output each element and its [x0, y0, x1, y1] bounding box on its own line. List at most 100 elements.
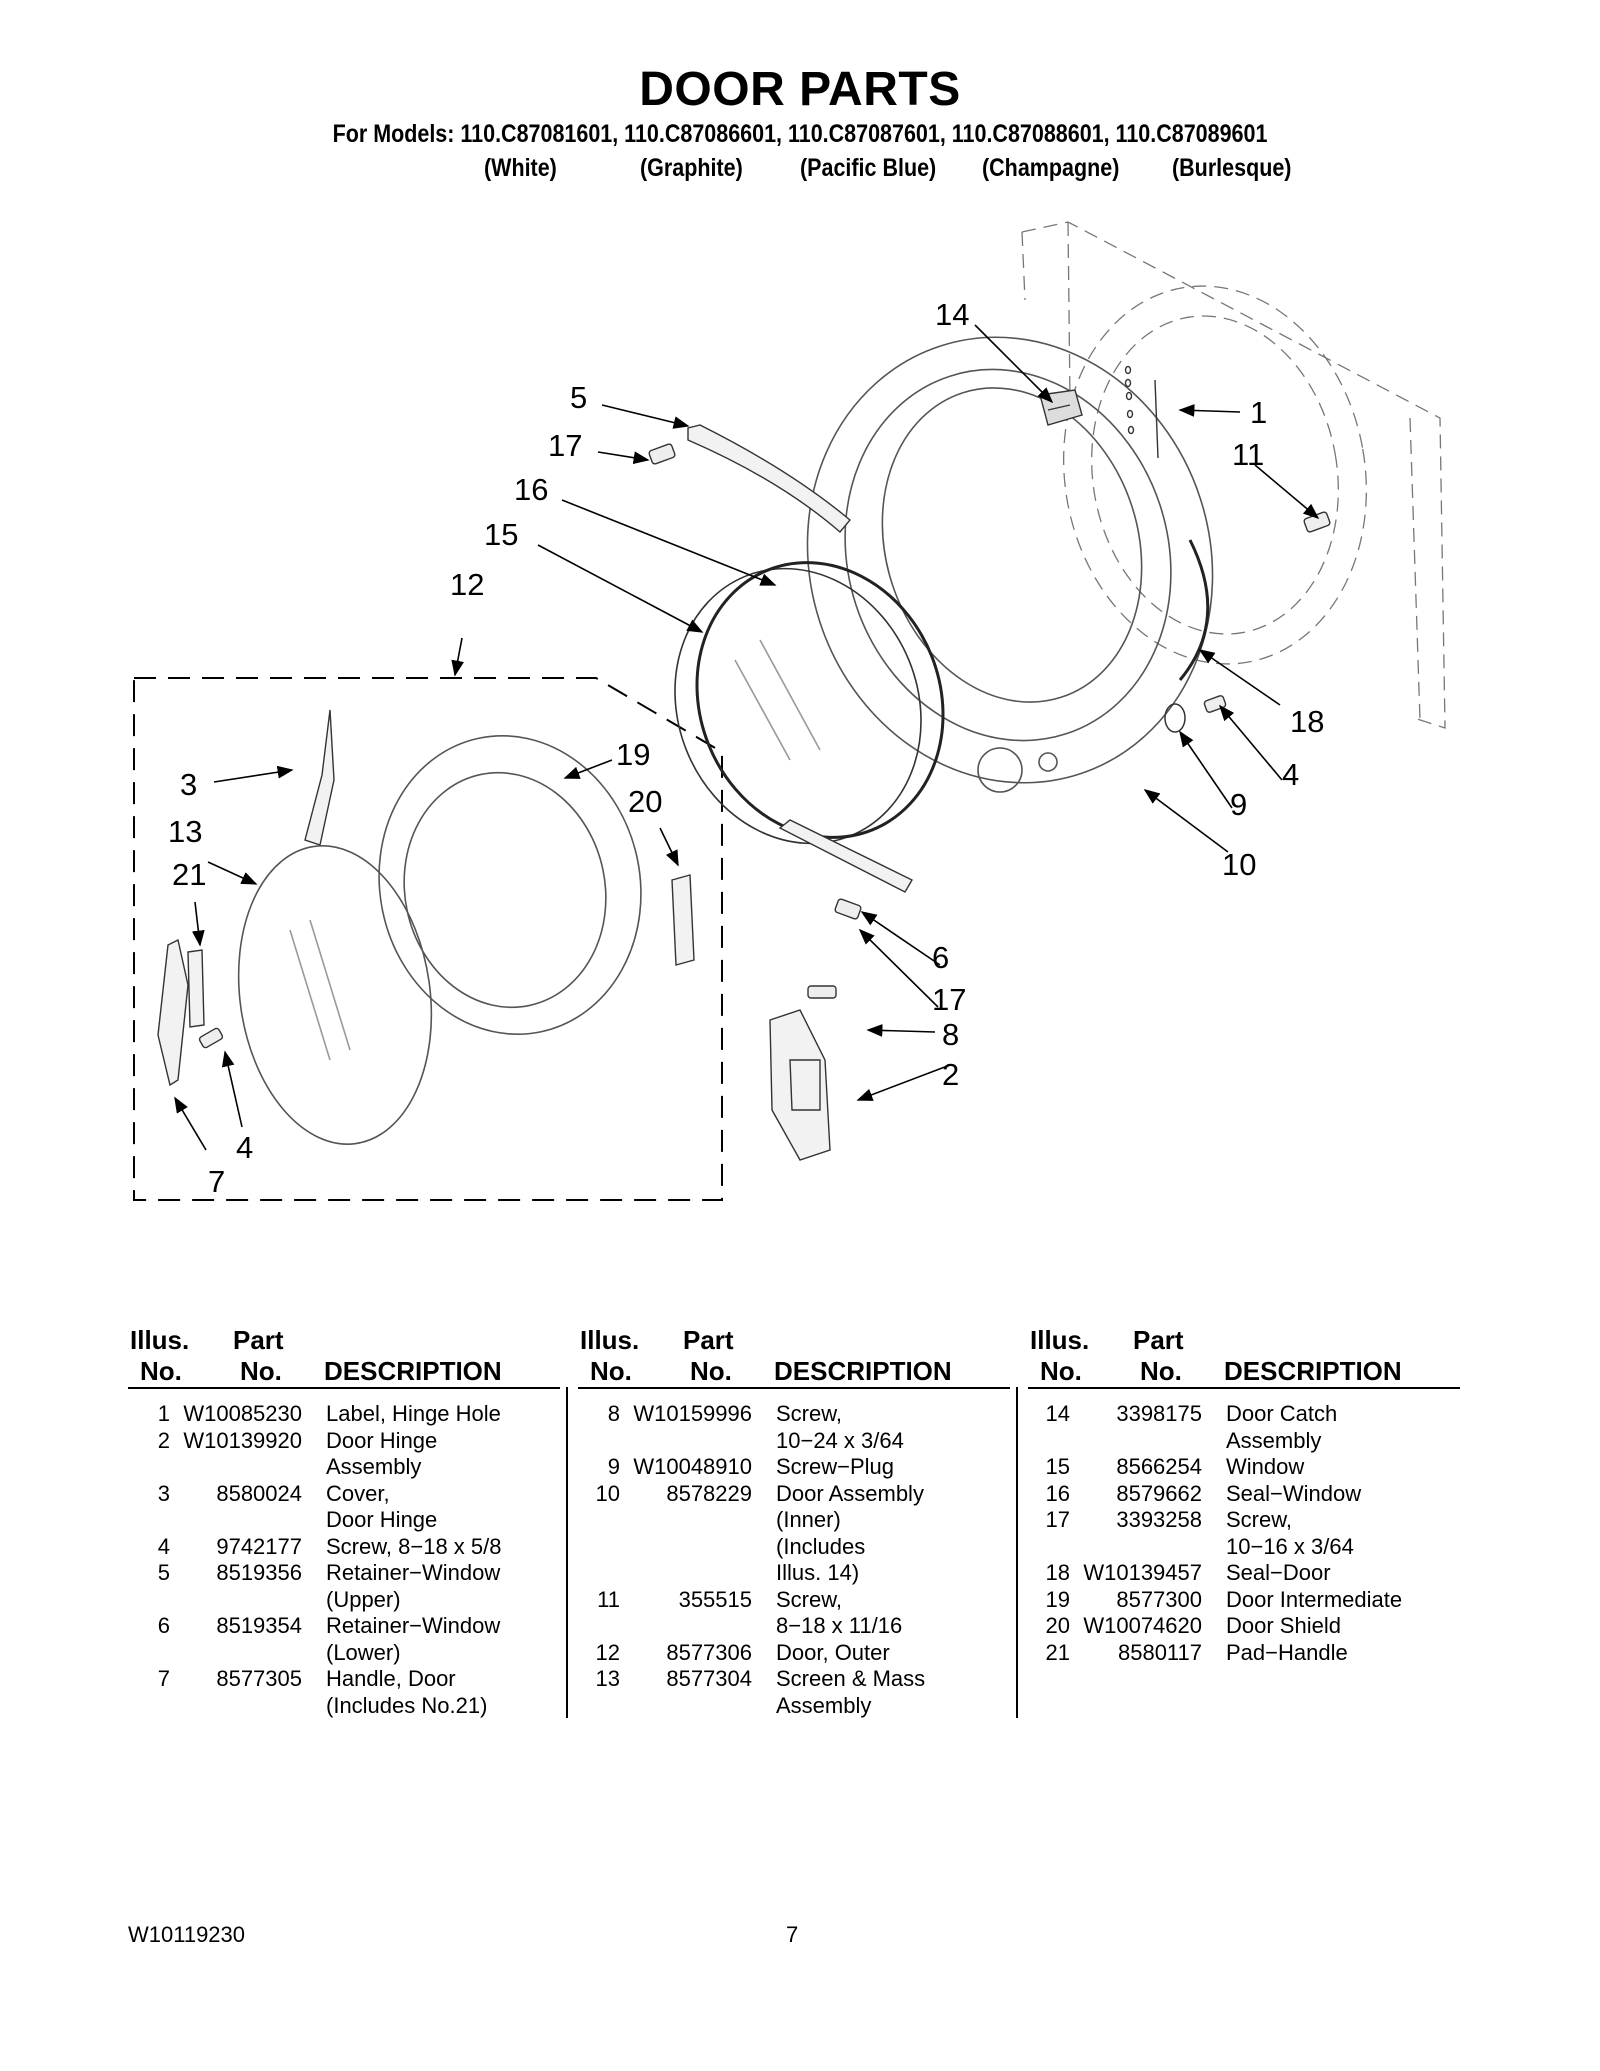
- header-part: Part: [683, 1325, 734, 1355]
- part-description: Pad−Handle: [1226, 1639, 1348, 1665]
- part-number: 8579662: [1116, 1480, 1202, 1506]
- header-illus: Illus.: [1030, 1325, 1090, 1355]
- part-number: 8580024: [216, 1480, 302, 1506]
- illus-number: 20: [1045, 1613, 1070, 1638]
- part-number: 8577300: [1116, 1586, 1202, 1612]
- column-header: Illus. No. Part No. DESCRIPTION: [1028, 1325, 1460, 1389]
- part-description: Retainer−Window (Lower): [326, 1613, 501, 1665]
- column-divider: [566, 1387, 568, 1718]
- header-part: Part: [1133, 1325, 1184, 1355]
- callout-8: 8: [942, 1017, 959, 1052]
- parts-column-3: Illus. No. Part No. DESCRIPTION 14 339817…: [1028, 1325, 1460, 1666]
- header-part-no: No.: [240, 1356, 282, 1386]
- color-graphite: (Graphite): [640, 154, 743, 182]
- part-number: 8577304: [666, 1666, 752, 1691]
- hinge-hole-label: [1124, 365, 1159, 459]
- header-illus: Illus.: [580, 1325, 640, 1355]
- callout-20: 20: [628, 784, 662, 819]
- color-burlesque: (Burlesque): [1172, 154, 1292, 182]
- cabinet-outline: [1021, 221, 1446, 729]
- document-number: W10119230: [128, 1922, 246, 1947]
- callout-13: 13: [168, 814, 202, 849]
- table-row: 17 3393258 Screw, 10−16 x 3/64: [1028, 1507, 1460, 1560]
- header-part-no: No.: [1140, 1356, 1182, 1386]
- seal-window: [695, 561, 945, 839]
- part-number: 8580117: [1117, 1639, 1202, 1665]
- illus-number: 2: [157, 1427, 170, 1453]
- part-description: Cover, Door Hinge: [326, 1480, 438, 1533]
- part-description: Retainer−Window (Upper): [326, 1560, 501, 1612]
- color-white: (White): [484, 154, 557, 182]
- header-illus: Illus.: [130, 1325, 190, 1355]
- column-divider: [1016, 1387, 1018, 1718]
- exploded-parts-diagram: 14 5 17 16 15 12 1 11 18 4 9 10 19 20 3 …: [133, 221, 1446, 1201]
- models-line: For Models: 110.C87081601, 110.C87086601…: [332, 120, 1268, 148]
- callout-21: 21: [172, 857, 206, 892]
- part-description: Label, Hinge Hole: [326, 1401, 501, 1426]
- page-number: 7: [786, 1922, 799, 1947]
- part-description: Screw, 10−16 x 3/64: [1226, 1507, 1354, 1559]
- callout-6: 6: [932, 940, 949, 975]
- column-header: Illus. No. Part No. DESCRIPTION: [128, 1325, 560, 1389]
- illus-number: 16: [1045, 1480, 1070, 1506]
- window-retainer-lower: [778, 819, 913, 893]
- callout-9: 9: [1230, 787, 1247, 822]
- part-description: Screw, 10−24 x 3/64: [776, 1401, 904, 1453]
- header-part: Part: [233, 1325, 284, 1355]
- part-number: W10085230: [183, 1401, 302, 1426]
- part-number: 3393258: [1116, 1507, 1202, 1532]
- screws: [198, 443, 1331, 1049]
- part-number: W10139457: [1083, 1560, 1202, 1585]
- part-number: W10159996: [633, 1401, 752, 1426]
- outer-door-group-box: [133, 677, 723, 1201]
- illus-number: 12: [595, 1639, 620, 1665]
- illus-number: 21: [1045, 1639, 1070, 1665]
- header-illus-no: No.: [590, 1356, 632, 1386]
- callout-11: 11: [1232, 437, 1264, 472]
- part-number: W10048910: [633, 1454, 752, 1479]
- part-description: Seal−Door: [1226, 1560, 1331, 1585]
- inner-door-assembly: [806, 336, 1214, 793]
- part-number: 8577305: [216, 1666, 302, 1691]
- header-illus-no: No.: [1040, 1356, 1082, 1386]
- column-header: Illus. No. Part No. DESCRIPTION: [578, 1325, 1010, 1389]
- door-shield: [671, 874, 695, 966]
- illus-number: 10: [595, 1480, 620, 1506]
- part-description: Door Intermediate: [1226, 1586, 1403, 1612]
- part-description: Door Assembly (Inner) (Includes Illus. 1…: [776, 1480, 924, 1586]
- callout-5: 5: [570, 380, 587, 415]
- part-number: W10139920: [183, 1427, 302, 1453]
- table-row: 14 3398175 Door Catch Assembly: [1028, 1401, 1460, 1454]
- part-number: 9742177: [216, 1533, 302, 1559]
- part-number: 8519356: [216, 1560, 302, 1585]
- header-description: DESCRIPTION: [1224, 1356, 1402, 1386]
- part-description: Screen & Mass Assembly: [776, 1666, 926, 1718]
- illus-number: 18: [1045, 1560, 1070, 1585]
- part-description: Handle, Door (Includes No.21): [326, 1666, 488, 1718]
- hinge-cover: [304, 709, 335, 846]
- page-title: DOOR PARTS: [639, 63, 961, 116]
- illus-number: 17: [1045, 1507, 1070, 1532]
- part-description: Door Catch Assembly: [1226, 1401, 1338, 1453]
- part-number: 8566254: [1116, 1454, 1202, 1479]
- header-part-no: No.: [690, 1356, 732, 1386]
- window-retainer-upper: [687, 424, 851, 533]
- part-number: 3398175: [1116, 1401, 1202, 1426]
- table-row: 8 W10159996 Screw, 10−24 x 3/64: [578, 1401, 1010, 1454]
- screw-plug: [1164, 703, 1186, 733]
- callout-12: 12: [450, 567, 484, 602]
- callout-4-right: 4: [1282, 757, 1299, 792]
- illus-number: 8: [607, 1401, 620, 1426]
- illus-number: 14: [1045, 1401, 1070, 1426]
- callout-17-upper: 17: [548, 428, 582, 463]
- callout-19: 19: [616, 737, 650, 772]
